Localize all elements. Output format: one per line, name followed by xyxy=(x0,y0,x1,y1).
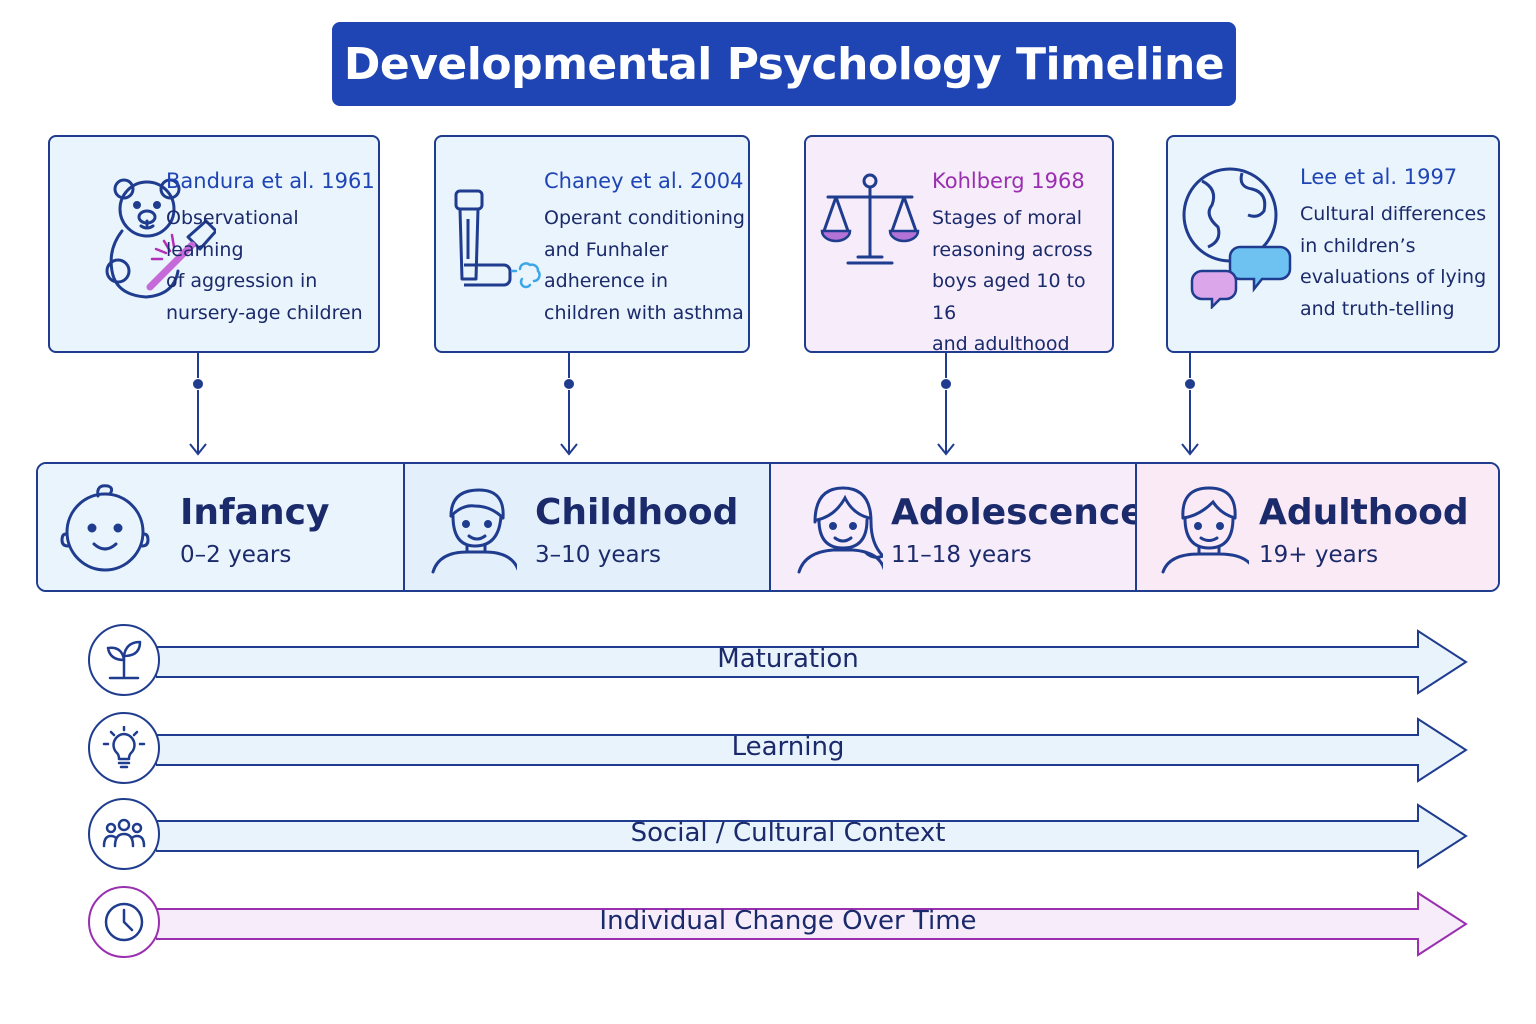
study-reference: Chaney et al. 2004 xyxy=(544,169,744,193)
stage-name: Adulthood xyxy=(1259,492,1469,533)
baby-face-icon xyxy=(60,484,150,572)
teen-face-icon xyxy=(797,486,883,574)
sprout-icon xyxy=(106,640,142,680)
globe-speech-icon xyxy=(1182,167,1292,309)
study-reference: Lee et al. 1997 xyxy=(1300,165,1458,189)
stage-name: Childhood xyxy=(535,492,739,533)
child-face-icon xyxy=(431,488,517,574)
track-learning: Learning xyxy=(88,712,1468,788)
track-arrow xyxy=(156,629,1468,695)
stage-infancy: Infancy 0–2 years xyxy=(38,464,403,590)
track-label: Individual Change Over Time xyxy=(599,906,977,936)
title-banner: Developmental Psychology Timeline xyxy=(332,22,1236,106)
adult-face-icon xyxy=(1161,486,1249,574)
lightbulb-icon xyxy=(102,726,146,769)
stage-age-range: 0–2 years xyxy=(180,542,292,568)
stage-childhood: Childhood 3–10 years xyxy=(403,464,769,590)
track-social-cultural-context: Social / Cultural Context xyxy=(88,798,1468,874)
stage-age-range: 19+ years xyxy=(1259,542,1379,568)
track-arrow xyxy=(156,891,1468,957)
inhaler-icon xyxy=(454,189,541,289)
track-icon-circle xyxy=(88,886,160,958)
study-description: Cultural differences in children’s evalu… xyxy=(1300,203,1487,320)
life-stage-band: Infancy 0–2 years Childhood 3–10 years xyxy=(36,462,1500,592)
track-arrow xyxy=(156,717,1468,783)
clock-icon xyxy=(104,902,144,942)
stage-adulthood: Adulthood 19+ years xyxy=(1135,464,1498,590)
study-card-chaney: Chaney et al. 2004 Operant conditioning … xyxy=(434,135,750,353)
connector-arrow xyxy=(1181,352,1199,456)
track-label: Maturation xyxy=(717,644,859,674)
stage-name: Infancy xyxy=(180,492,330,533)
track-maturation: Maturation xyxy=(88,624,1468,700)
stage-age-range: 3–10 years xyxy=(535,542,662,568)
study-description: Stages of moral reasoning across boys ag… xyxy=(932,207,1093,355)
stage-age-range: 11–18 years xyxy=(891,542,1032,568)
study-card-kohlberg: Kohlberg 1968 Stages of moral reasoning … xyxy=(804,135,1114,355)
stage-name: Adolescence xyxy=(891,492,1145,533)
track-individual-change: Individual Change Over Time xyxy=(88,886,1468,962)
connector-arrow xyxy=(937,352,955,456)
people-group-icon xyxy=(102,818,146,848)
track-icon-circle xyxy=(88,712,160,784)
track-icon-circle xyxy=(88,624,160,696)
track-label: Social / Cultural Context xyxy=(630,818,946,848)
stage-adolescence: Adolescence 11–18 years xyxy=(769,464,1145,590)
connector-arrow xyxy=(560,352,578,456)
page-title: Developmental Psychology Timeline xyxy=(343,38,1225,90)
track-label: Learning xyxy=(731,732,845,762)
study-description: Operant conditioning and Funhaler adhere… xyxy=(544,207,745,324)
study-reference: Bandura et al. 1961 xyxy=(166,169,375,193)
study-reference: Kohlberg 1968 xyxy=(932,169,1085,193)
scales-icon xyxy=(820,173,920,265)
connector-arrow xyxy=(189,352,207,456)
study-description: Observational learning of aggression in … xyxy=(166,207,363,324)
teddy-bear-hammer-icon xyxy=(105,178,216,299)
track-arrow xyxy=(156,803,1468,869)
study-card-lee: Lee et al. 1997 Cultural differences in … xyxy=(1166,135,1500,353)
study-card-bandura: Bandura et al. 1961 Observational learni… xyxy=(48,135,380,353)
track-icon-circle xyxy=(88,798,160,870)
